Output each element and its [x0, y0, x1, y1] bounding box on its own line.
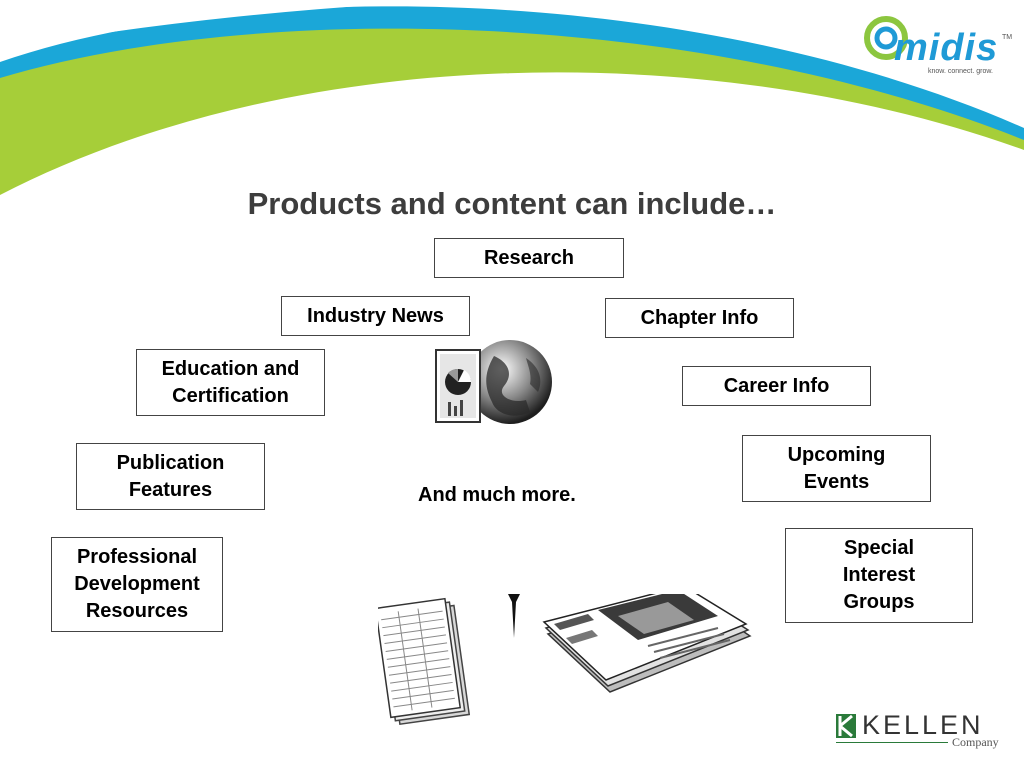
chapter-info-label: Chapter Info: [640, 306, 759, 329]
upcoming-label-line1: Upcoming: [787, 443, 886, 466]
kellen-name: KELLEN: [862, 710, 984, 740]
industry-news-box: Industry News: [281, 296, 470, 336]
kellen-mark-icon: [836, 714, 856, 738]
professional-label-line3: Resources: [85, 600, 189, 622]
chapter-info-box: Chapter Info: [605, 298, 794, 338]
special-label-line1: Special: [843, 537, 915, 559]
industry-news-label: Industry News: [307, 304, 444, 327]
arrow-down-icon: [508, 594, 520, 638]
kellen-logo: KELLEN Company: [836, 708, 1011, 758]
slide-title: Products and content can include…: [247, 186, 777, 221]
special-interest-box: Special Interest Groups: [785, 528, 973, 623]
midis-trademark: TM: [1002, 34, 1013, 41]
education-box: Education and Certification: [136, 349, 325, 416]
kellen-company: Company: [952, 735, 999, 749]
publication-box: Publication Features: [76, 443, 265, 510]
special-label-line2: Interest: [842, 564, 916, 586]
document-globe-icon: [435, 340, 552, 424]
career-info-label: Career Info: [723, 374, 830, 397]
research-box: Research: [434, 238, 624, 278]
spreadsheet-papers-icon: [378, 597, 471, 726]
research-label: Research: [483, 246, 575, 269]
career-info-box: Career Info: [682, 366, 871, 406]
midis-tagline: know. connect. grow.: [928, 68, 993, 75]
and-much-more-text: And much more.: [418, 484, 576, 506]
magazines-icon: [542, 594, 752, 693]
midis-logo-text: midis: [894, 27, 999, 69]
special-label-line3: Groups: [843, 591, 915, 613]
professional-label-line2: Development: [74, 573, 200, 595]
kellen-underline: [836, 742, 948, 743]
education-label-line2: Certification: [172, 384, 289, 407]
upcoming-events-box: Upcoming Events: [742, 435, 931, 502]
midis-ring-icon: [864, 16, 908, 60]
publication-label-line2: Features: [128, 478, 213, 501]
midis-logo: midis TM know. connect. grow.: [864, 14, 1014, 84]
header-swoosh: [0, 0, 1024, 195]
education-label-line1: Education and: [161, 357, 300, 380]
upcoming-label-line2: Events: [803, 470, 870, 493]
professional-dev-box: Professional Development Resources: [51, 537, 223, 632]
publication-label-line1: Publication: [116, 451, 225, 474]
professional-label-line1: Professional: [76, 546, 198, 568]
